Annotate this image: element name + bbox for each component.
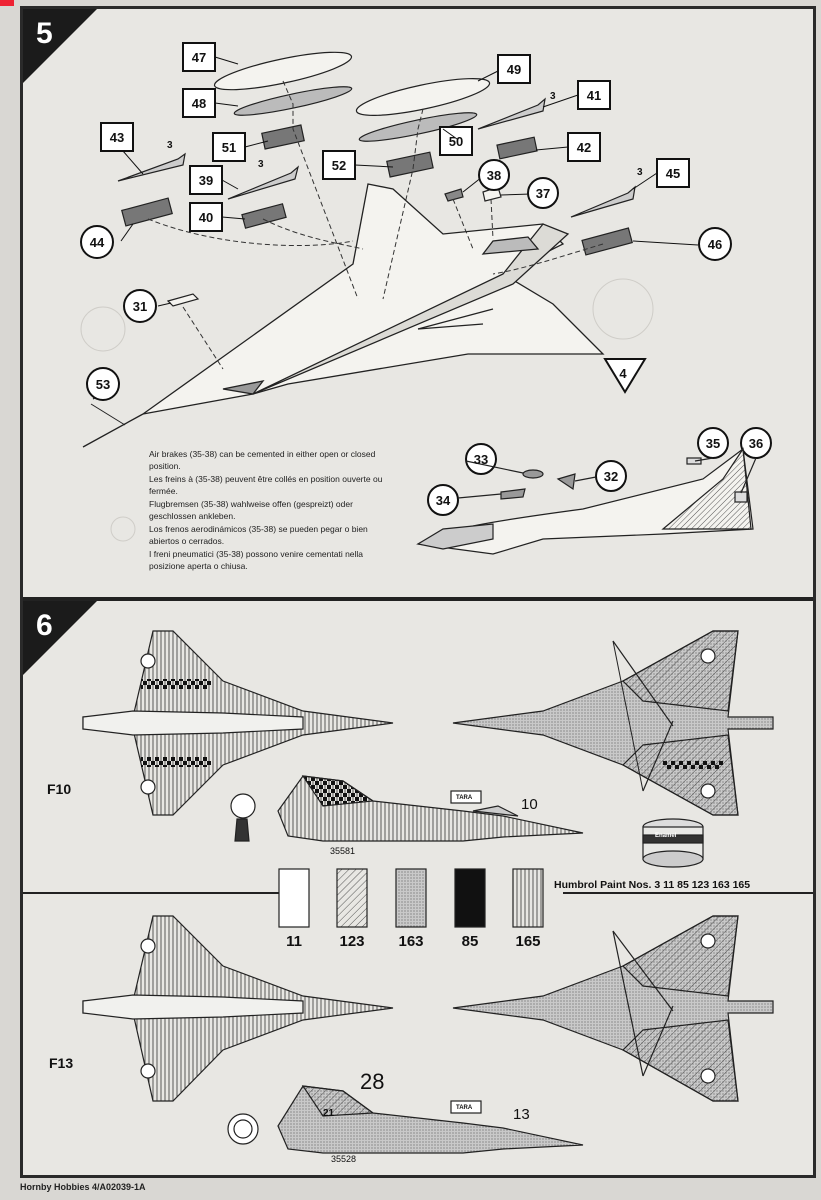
callout-52: 52	[332, 158, 346, 173]
part-51	[261, 124, 305, 150]
part-42	[496, 136, 538, 160]
note-it: I freni pneumatici (35-38) possono venir…	[149, 549, 364, 571]
callout-36: 36	[749, 436, 763, 451]
paint-can	[642, 818, 704, 868]
swatch-123	[336, 868, 368, 928]
triangle-callout	[603, 358, 647, 394]
swatch-label-123: 123	[339, 933, 365, 950]
callout-44: 44	[90, 235, 105, 250]
callout-38: 38	[487, 168, 501, 183]
part-49-drop-tank	[355, 78, 491, 116]
part-43-missile	[117, 152, 186, 182]
tank-label-f13: TARA	[456, 1105, 473, 1111]
swatch-165	[512, 868, 544, 928]
square-callouts	[100, 42, 690, 232]
guide-lines	[147, 80, 604, 370]
fin-code-small: 21	[323, 1108, 335, 1119]
swatch-11	[278, 868, 310, 928]
footer-code: Hornby Hobbies 4/A02039-1A	[20, 1182, 146, 1192]
instruction-sheet: 5	[20, 6, 816, 1178]
note-de: Flugbremsen (35-38) wahlweise offen (ges…	[149, 499, 353, 521]
callout-48: 48	[192, 96, 206, 111]
part-38	[444, 188, 464, 202]
f10-side-view	[230, 775, 584, 842]
qty-41: 3	[550, 91, 556, 102]
callout-49: 49	[507, 62, 521, 77]
callout-42: 42	[577, 140, 591, 155]
callout-40: 40	[199, 210, 213, 225]
corner-mark	[0, 0, 14, 6]
unit-label-f13: F13	[49, 1055, 74, 1071]
part-45-missile	[570, 185, 636, 218]
callout-35: 35	[706, 436, 720, 451]
swatch-label-85: 85	[461, 933, 479, 950]
callout-34: 34	[436, 493, 451, 508]
callout-43: 43	[110, 130, 124, 145]
part-40	[241, 203, 287, 229]
code-f10: 10	[521, 796, 538, 813]
f13-top-view	[82, 915, 394, 1102]
callout-33: 33	[474, 452, 488, 467]
ghost-print	[80, 278, 654, 542]
qty-45: 3	[637, 167, 643, 178]
airbrake-detail	[416, 447, 757, 555]
swatch-85	[454, 868, 486, 928]
f10-bottom-view	[452, 630, 774, 816]
step-5-diagram: 47 48 49 41 43 51 52 50 42 39 40 45 38 3…	[80, 42, 772, 555]
f10-top-view	[82, 630, 394, 816]
tank-label-f10: TARA	[456, 795, 473, 801]
paint-swatches	[278, 868, 544, 928]
callout-50: 50	[449, 134, 463, 149]
paint-numbers: Humbrol Paint Nos. 3 11 85 123 163 165	[554, 879, 751, 891]
step-6-panel: 6	[23, 601, 813, 1175]
code-f13: 13	[513, 1106, 530, 1123]
unit-label-f10: F10	[47, 781, 72, 797]
part-44	[121, 197, 173, 227]
callout-numbers: 47 48 49 41 43 51 52 50 42 39 40 45 38 3…	[90, 50, 763, 508]
callout-37: 37	[536, 186, 550, 201]
quantity-labels: 3 3 3 3	[167, 91, 643, 178]
callout-31: 31	[133, 299, 147, 314]
note-fr: Les freins à (35-38) peuvent être collés…	[149, 474, 383, 496]
part-48-pylon	[233, 86, 353, 116]
callout-46: 46	[708, 237, 722, 252]
callout-41: 41	[587, 88, 601, 103]
swatch-163	[395, 868, 427, 928]
note-en: Air brakes (35-38) can be cemented in ei…	[149, 449, 376, 471]
step-5-number: 5	[36, 17, 53, 50]
callout-51: 51	[222, 140, 236, 155]
step-6-number: 6	[36, 609, 53, 642]
qty-43: 3	[167, 140, 173, 151]
part-31	[166, 293, 200, 307]
swatch-label-11: 11	[286, 933, 302, 950]
callout-32: 32	[604, 469, 618, 484]
paint-can-label: Enamel	[655, 833, 677, 839]
parts	[90, 51, 636, 426]
note-es: Los frenos aerodinámicos (35-38) se pued…	[149, 524, 368, 546]
part-41-missile	[477, 97, 546, 130]
f13-side-view	[227, 1085, 584, 1154]
step-6-text: 35581 10 TARA Enamel 35528 13 28 21 TARA	[323, 795, 677, 1164]
f13-bottom-view	[452, 915, 774, 1102]
part-47-drop-tank	[213, 51, 353, 91]
aircraft-exploded-view	[82, 183, 605, 448]
step-6-diagram: 35581 10 TARA Enamel 35528 13 28 21 TARA	[23, 630, 813, 1164]
serial-f13: 35528	[331, 1154, 356, 1164]
callout-47: 47	[192, 50, 206, 65]
step-5-panel: 5	[23, 9, 813, 601]
circle-callouts	[80, 159, 772, 516]
serial-f10: 35581	[330, 846, 355, 856]
callout-53: 53	[96, 377, 110, 392]
swatch-label-163: 163	[398, 933, 424, 950]
part-46	[581, 227, 633, 256]
swatch-label-165: 165	[515, 933, 541, 950]
callout-4: 4	[619, 366, 627, 381]
code-f13-fin: 28	[360, 1069, 384, 1094]
part-39-missile	[227, 165, 300, 200]
callout-45: 45	[666, 166, 680, 181]
callout-39: 39	[199, 173, 213, 188]
airbrake-notes: Air brakes (35-38) can be cemented in ei…	[149, 449, 389, 574]
qty-39: 3	[258, 159, 264, 170]
part-52	[386, 151, 434, 178]
